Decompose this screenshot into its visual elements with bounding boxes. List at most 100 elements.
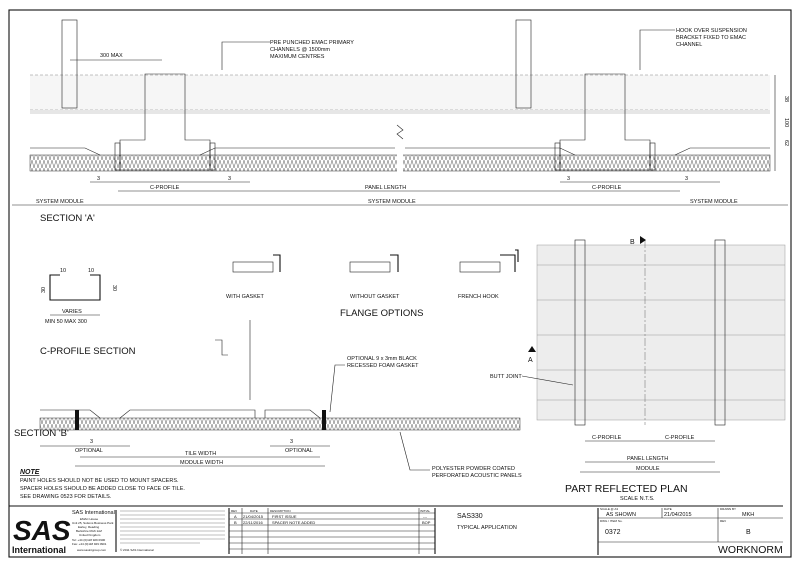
initial-header: INITIAL — [420, 509, 431, 513]
note-heading: NOTE — [20, 469, 40, 476]
revision-row: B 22/11/2016 SPACER NOTE ADDED BOP — [234, 520, 431, 525]
emac-channel — [515, 19, 532, 109]
description-header: DESCRIPTION — [270, 509, 291, 513]
dim-system-module: SYSTEM MODULE — [690, 199, 738, 205]
scale-label: SCALE @ A3 — [600, 507, 618, 511]
note-panels: PERFORATED ACOUSTIC PANELS — [432, 473, 522, 479]
note-channels: PRE PUNCHED EMAC PRIMARY — [270, 40, 354, 46]
emac-channel — [61, 19, 78, 109]
dim-62: 62 — [783, 140, 789, 146]
dim-300-max: 300 MAX — [100, 53, 123, 59]
company-address: EMAC House Unit 25, Suttons Business Par… — [72, 517, 114, 552]
rev-date: 21/04/2015 — [243, 514, 264, 519]
section-marker-a: A — [528, 357, 533, 364]
address-line: Tel: +44 (0)118 929 0900 — [72, 538, 106, 542]
optional-label: OPTIONAL — [75, 448, 103, 454]
drawn-by-label: DRAWN BY — [720, 507, 736, 511]
note-gasket: OPTIONAL 9 x 3mm BLACK — [347, 356, 417, 362]
company-name: SAS International — [72, 510, 115, 516]
copyright: © 2011 SAS International — [120, 548, 154, 552]
dim-module: MODULE — [636, 466, 660, 472]
dim-flange: 10 — [60, 268, 66, 274]
address-line: Berkshire RG6 1AZ — [76, 529, 102, 533]
dim-panel-length: PANEL LENGTH — [627, 456, 668, 462]
reflected-plan: B A BUTT JOINT C-PROFILE C-PROFILE PANEL… — [490, 236, 786, 502]
butt-joint-label: BUTT JOINT — [490, 374, 522, 380]
note-hook: HOOK OVER SUSPENSION — [676, 28, 747, 34]
rev-value: B — [746, 529, 751, 536]
section-a-title: SECTION 'A' — [40, 213, 95, 224]
dim-tile-width: TILE WIDTH — [185, 451, 216, 457]
dim-gap: 3 — [97, 176, 100, 182]
date-value: 21/04/2015 — [664, 512, 692, 518]
drawn-by-value: MKH — [742, 512, 754, 518]
note-hook: CHANNEL — [676, 42, 702, 48]
rev-description: SPACER NOTE ADDED — [272, 520, 315, 525]
date-label: DATE — [664, 507, 672, 511]
dim-gap: 3 — [685, 176, 688, 182]
reflected-plan-title: PART REFLECTED PLAN — [565, 483, 688, 495]
section-a: 300 MAX PRE PUNCHED EMAC PRIMARY CHANNEL… — [12, 19, 789, 224]
dim-100: 100 — [783, 118, 789, 127]
rev-label: REV — [720, 519, 726, 523]
varies-label: VARIES — [62, 309, 82, 315]
drawing-subtitle: TYPICAL APPLICATION — [457, 525, 517, 531]
address-line: Fax: +44 (0)118 929 0901 — [72, 542, 107, 546]
date-header: DATE — [250, 509, 258, 513]
address-line: Unit 25, Suttons Business Park — [72, 521, 114, 525]
c-profile-rail — [714, 239, 726, 426]
note-hook: BRACKET FIXED TO EMAC — [676, 35, 746, 41]
client-name: WORKNORM — [718, 544, 783, 556]
address-line: EMAC House — [80, 517, 99, 521]
section-marker-b: B — [630, 239, 635, 246]
address-line: www.sasintgroup.com — [77, 548, 107, 552]
rev: B — [234, 520, 237, 525]
dim-flange: 10 — [88, 268, 94, 274]
note-line: SEE DRAWING 0523 FOR DETAILS. — [20, 494, 112, 500]
dim-module-width: MODULE WIDTH — [180, 460, 223, 466]
flange-without-gasket: WITHOUT GASKET — [350, 294, 400, 300]
dim-gap: 3 — [567, 176, 570, 182]
rev-date: 22/11/2016 — [243, 520, 263, 525]
reflected-plan-scale: SCALE N.T.S. — [620, 496, 655, 502]
rev: A — [234, 514, 237, 519]
note-channels: CHANNELS @ 1500mm — [270, 47, 330, 53]
section-b: OPTIONAL 9 x 3mm BLACK RECESSED FOAM GAS… — [14, 320, 522, 479]
c-profile-section-title: C-PROFILE SECTION — [40, 346, 136, 357]
dim-38: 38 — [783, 96, 789, 102]
dim-height: 30 — [111, 285, 117, 291]
dim-gap: 3 — [228, 176, 231, 182]
scale-value: AS SHOWN — [606, 512, 636, 518]
drawing-border — [8, 9, 792, 558]
flange-options: WITH GASKET WITHOUT GASKET FRENCH HOOK F… — [226, 249, 519, 319]
dim-system-module: SYSTEM MODULE — [36, 199, 84, 205]
rev-header: REV — [231, 509, 237, 513]
dim-c-profile: C-PROFILE — [592, 435, 622, 441]
dim-system-module: SYSTEM MODULE — [368, 199, 416, 205]
note-channels: MAXIMUM CENTRES — [270, 54, 325, 60]
dim-c-profile: C-PROFILE — [592, 185, 622, 191]
flange-french-hook: FRENCH HOOK — [458, 294, 499, 300]
dwg-number: 0372 — [605, 529, 621, 536]
product-code: SAS330 — [457, 513, 483, 520]
section-b-title: SECTION 'B' — [14, 428, 69, 439]
c-profile-section: 10 10 30 30 VARIES MIN 50 MAX 300 C-PROF… — [40, 268, 136, 357]
dim-c-profile: C-PROFILE — [150, 185, 180, 191]
dim-c-profile: C-PROFILE — [665, 435, 695, 441]
flange-options-title: FLANGE OPTIONS — [340, 308, 423, 319]
title-block: SAS International SAS International EMAC… — [9, 505, 783, 556]
rev-description: FIRST ISSUE — [272, 514, 297, 519]
note-gasket: RECESSED FOAM GASKET — [347, 363, 419, 369]
notes: NOTE PAINT HOLES SHOULD NOT BE USED TO M… — [20, 469, 185, 500]
dim-gap: 3 — [290, 439, 293, 445]
note-line: PAINT HOLES SHOULD NOT BE USED TO MOUNT … — [20, 478, 179, 484]
address-line: United Kingdom — [79, 533, 101, 537]
rev-initial: BOP — [422, 520, 431, 525]
optional-label: OPTIONAL — [285, 448, 313, 454]
rev-initial: --- — [423, 514, 428, 519]
note-panels: POLYESTER POWDER COATED — [432, 466, 515, 472]
dwg-label: DWG / ITEM No. — [600, 519, 623, 523]
address-line: Earley, Reading — [78, 525, 99, 529]
range-label: MIN 50 MAX 300 — [45, 319, 87, 325]
